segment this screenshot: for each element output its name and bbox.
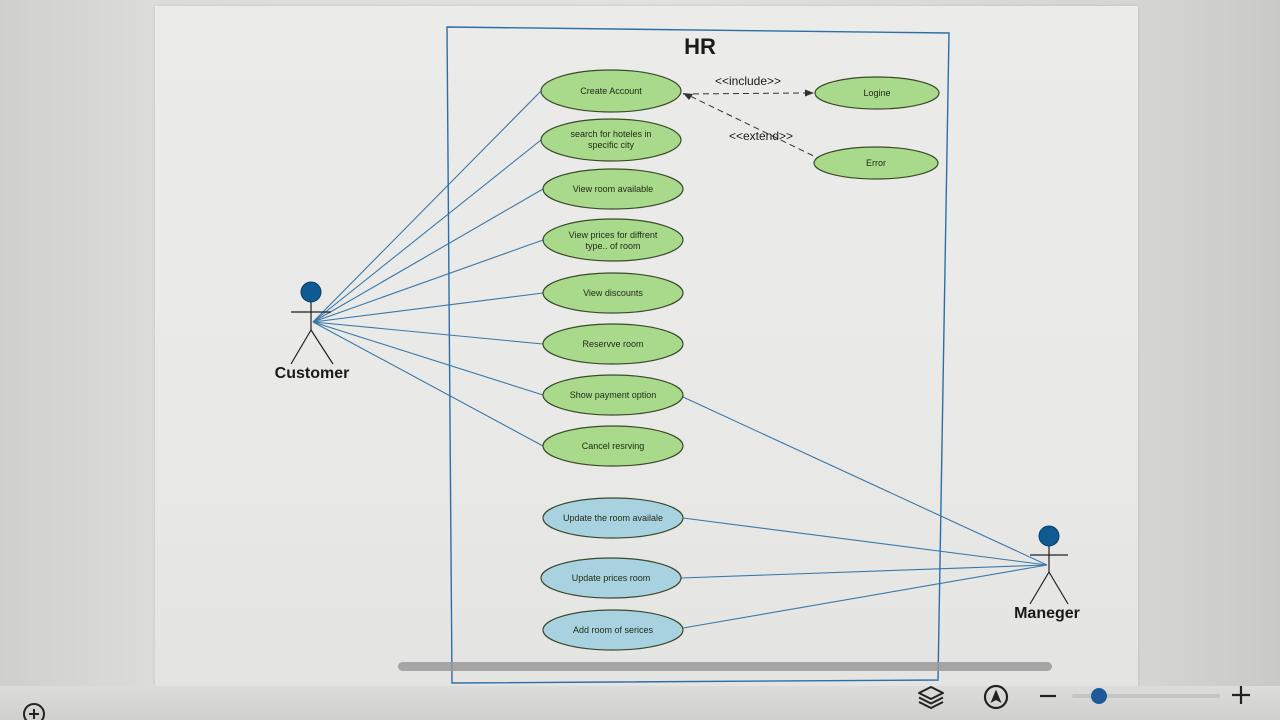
usecase-view-prices-label-line1: View prices for diffrent <box>569 230 658 240</box>
association-manager-add-room[interactable] <box>682 564 1048 629</box>
add-page-button[interactable] <box>22 702 46 720</box>
usecase-add-room[interactable]: Add room of serices <box>542 609 684 651</box>
association-lines <box>312 90 1048 629</box>
zoom-slider[interactable] <box>1072 688 1220 704</box>
usecase-cancel-reserving[interactable]: Cancel resrving <box>542 425 684 467</box>
usecase-update-room-label: Update the room availale <box>563 513 663 523</box>
zoom-slider-thumb[interactable] <box>1090 688 1107 704</box>
association-manager-update-room[interactable] <box>682 517 1048 566</box>
usecase-view-prices-label-line2: type.. of room <box>585 241 640 251</box>
association-customer-cancel-reserving[interactable] <box>312 321 544 447</box>
association-manager-show-payment[interactable] <box>682 396 1048 566</box>
actor-customer[interactable]: Customer <box>275 281 350 382</box>
usecase-show-payment[interactable]: Show payment option <box>542 374 684 416</box>
actor-manager[interactable]: Maneger <box>1014 525 1080 622</box>
zoom-slider-track[interactable] <box>1072 694 1220 698</box>
actor-customer-label: Customer <box>275 365 350 382</box>
usecase-update-prices[interactable]: Update prices room <box>540 557 682 599</box>
usecase-login[interactable]: Logine <box>814 76 940 110</box>
plus-circle-icon <box>23 703 45 720</box>
usecase-view-prices[interactable]: View prices for diffrent type.. of room <box>542 218 684 262</box>
usecase-search-hotels-label-line2: specific city <box>588 140 635 150</box>
usecase-add-room-label: Add room of serices <box>573 625 654 635</box>
actor-manager-label: Maneger <box>1014 605 1080 622</box>
usecase-view-discounts[interactable]: View discounts <box>542 272 684 314</box>
association-customer-view-rooms[interactable] <box>312 188 544 323</box>
association-customer-search-hotels[interactable] <box>312 139 542 323</box>
use-cases: Create Account search for hoteles in spe… <box>540 69 940 651</box>
usecase-view-discounts-label: View discounts <box>583 288 643 298</box>
usecase-reserve-room-label: Reservve room <box>582 339 643 349</box>
association-customer-show-payment[interactable] <box>312 321 544 396</box>
association-customer-view-prices[interactable] <box>312 239 544 323</box>
association-customer-view-discounts[interactable] <box>312 292 544 323</box>
usecase-view-rooms[interactable]: View room available <box>542 168 684 210</box>
extend-relation[interactable]: <<extend>> <box>683 93 823 161</box>
system-title: HR <box>684 34 716 59</box>
minus-icon <box>1040 694 1056 698</box>
usecase-show-payment-label: Show payment option <box>570 390 657 400</box>
usecase-update-room[interactable]: Update the room availale <box>542 497 684 539</box>
association-manager-update-prices[interactable] <box>680 564 1048 579</box>
usecase-view-rooms-label: View room available <box>573 184 653 194</box>
extend-label: <<extend>> <box>729 129 793 143</box>
association-customer-create-account[interactable] <box>312 90 542 323</box>
usecase-create-account[interactable]: Create Account <box>540 69 682 113</box>
actor-customer-head <box>300 281 322 303</box>
navigation-icon <box>983 684 1009 710</box>
plus-icon <box>1232 686 1250 704</box>
zoom-out-button[interactable] <box>1036 684 1060 708</box>
usecase-search-hotels-label-line1: search for hoteles in <box>570 129 651 139</box>
usecase-reserve-room[interactable]: Reservve room <box>542 323 684 365</box>
usecase-cancel-reserving-label: Cancel resrving <box>582 441 645 451</box>
include-label: <<include>> <box>715 74 781 88</box>
horizontal-scrollbar[interactable] <box>398 662 1052 671</box>
layers-button[interactable] <box>916 682 946 712</box>
usecase-update-prices-label: Update prices room <box>572 573 651 583</box>
actor-manager-head <box>1038 525 1060 547</box>
association-customer-reserve-room[interactable] <box>312 321 544 345</box>
usecase-login-label: Logine <box>863 88 890 98</box>
usecase-error[interactable]: Error <box>813 146 939 180</box>
usecase-error-label: Error <box>866 158 886 168</box>
zoom-in-button[interactable] <box>1228 682 1254 708</box>
bottom-toolbar <box>0 686 1280 720</box>
usecase-search-hotels[interactable]: search for hoteles in specific city <box>540 118 682 162</box>
usecase-create-account-label: Create Account <box>580 86 642 96</box>
layers-icon <box>918 686 944 709</box>
navigate-button[interactable] <box>981 682 1011 712</box>
system-boundary[interactable] <box>446 26 950 684</box>
include-relation[interactable]: <<include>> <box>682 74 814 97</box>
